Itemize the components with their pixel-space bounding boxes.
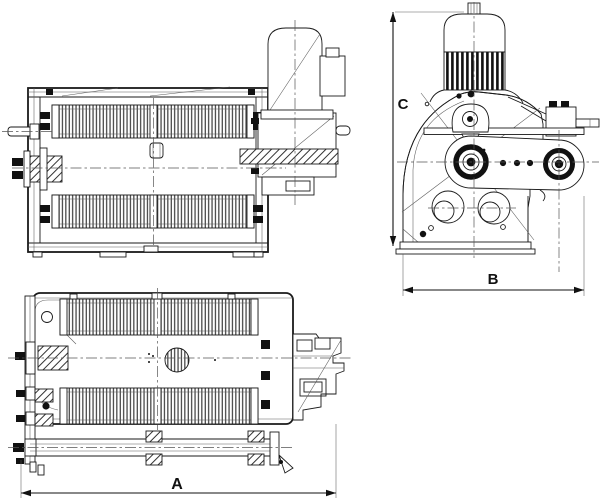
hole-left <box>431 190 465 224</box>
dimension-c-label: C <box>398 96 409 113</box>
center-hub <box>164 347 190 373</box>
blade-bar <box>423 127 585 135</box>
motor-body <box>267 27 323 114</box>
output-shaft-stub <box>335 125 351 136</box>
roller-bar <box>30 430 294 474</box>
roller-top-bottomview <box>59 298 259 336</box>
dimension-a: A <box>20 424 337 498</box>
corner-hole <box>41 311 53 323</box>
dimension-a-label: A <box>171 476 183 493</box>
base-plate <box>399 241 532 250</box>
rail-bolt <box>248 89 255 95</box>
shaft-section <box>239 148 339 165</box>
dimension-b: B <box>402 196 585 296</box>
roller-bottom-bottomview <box>59 387 259 425</box>
gearbox <box>239 97 351 196</box>
motor-cap <box>443 13 506 53</box>
center-fitting <box>149 142 164 159</box>
dimension-c: C <box>389 11 464 246</box>
end-view <box>395 2 600 272</box>
motor-side <box>260 27 346 120</box>
motor-end <box>429 2 524 104</box>
roller-bottom <box>51 194 255 229</box>
rail-bolt <box>46 89 53 95</box>
side-shaft <box>575 118 600 128</box>
gearbox-bottom <box>261 333 345 421</box>
bottom-view <box>8 288 352 476</box>
roller-top <box>51 104 255 139</box>
motor-fins <box>443 51 506 91</box>
dimension-b-label: B <box>488 271 499 288</box>
motor-junction-box <box>319 55 346 97</box>
side-view <box>2 20 351 258</box>
